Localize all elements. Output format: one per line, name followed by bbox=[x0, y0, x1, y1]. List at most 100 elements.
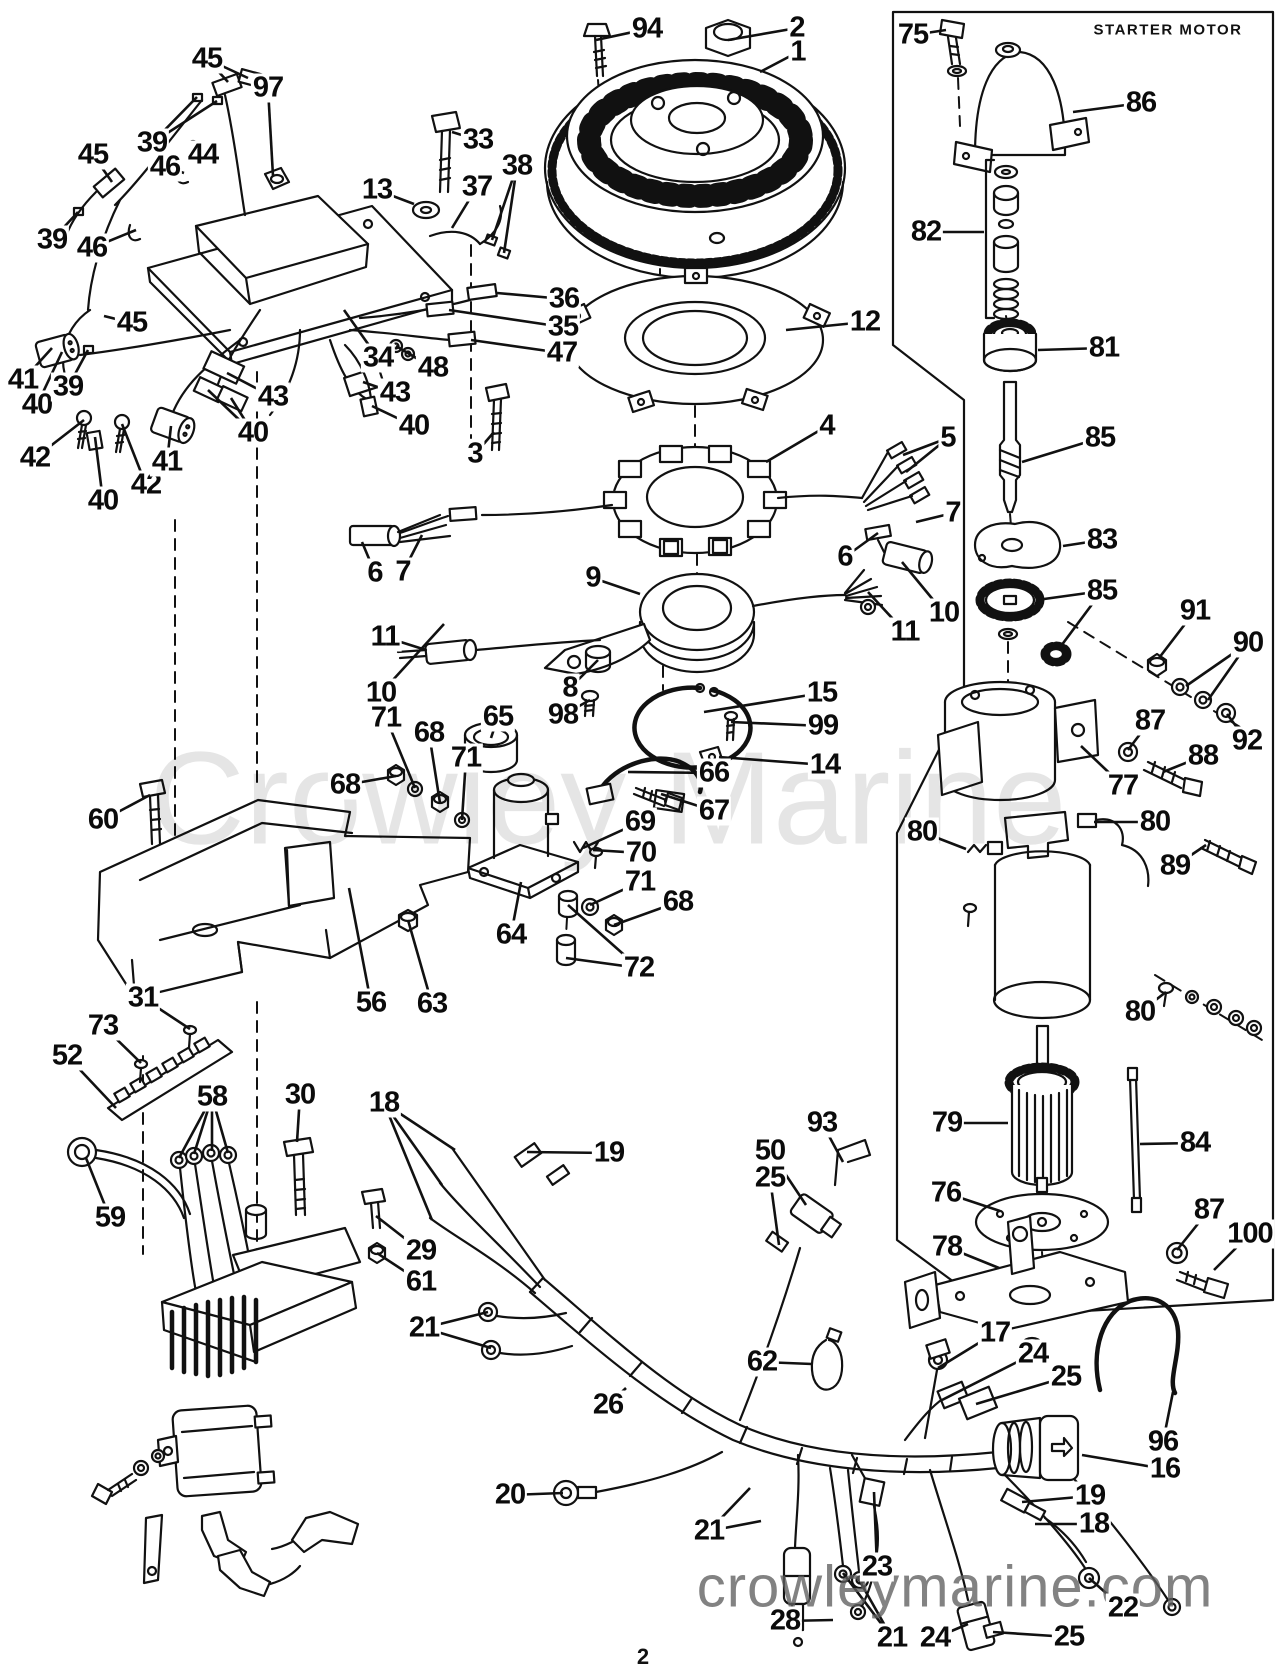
callout-21-89: 21 bbox=[874, 1621, 910, 1654]
callout-39-9: 39 bbox=[134, 126, 170, 159]
callout-18-96: 18 bbox=[1076, 1507, 1112, 1540]
callout-50-77: 50 bbox=[752, 1134, 788, 1167]
starter-stack-82 bbox=[984, 158, 1020, 321]
callout-85-101: 85 bbox=[1082, 421, 1118, 454]
callout-61-75: 61 bbox=[403, 1265, 439, 1298]
callout-29-74: 29 bbox=[403, 1234, 439, 1267]
starter-housing-77 bbox=[936, 680, 1100, 802]
callout-60-63: 60 bbox=[85, 803, 121, 836]
callout-69-52: 69 bbox=[622, 805, 658, 838]
stud-84 bbox=[1126, 1066, 1143, 1214]
connector-16 bbox=[991, 1414, 1080, 1482]
spacers-72 bbox=[555, 889, 579, 967]
callout-40-28: 40 bbox=[396, 409, 432, 442]
callout-99-48: 99 bbox=[805, 709, 841, 742]
callout-3-33: 3 bbox=[465, 437, 485, 470]
spark-plug-wires-left bbox=[34, 67, 386, 454]
callout-83-102: 83 bbox=[1084, 523, 1120, 556]
strap-27 bbox=[142, 1513, 164, 1585]
bolt-94 bbox=[582, 22, 612, 78]
callout-2-1: 2 bbox=[787, 11, 807, 44]
callout-1-2: 1 bbox=[788, 35, 808, 68]
callout-46-14: 46 bbox=[74, 231, 110, 264]
callout-6-37: 6 bbox=[835, 540, 855, 573]
callout-92-106: 92 bbox=[1229, 724, 1265, 757]
callout-40-20: 40 bbox=[85, 484, 121, 517]
callout-35-30: 35 bbox=[545, 310, 581, 343]
callout-39-18: 39 bbox=[50, 370, 86, 403]
callout-21-86: 21 bbox=[691, 1514, 727, 1547]
callout-43-27: 43 bbox=[377, 376, 413, 409]
callout-20-85: 20 bbox=[492, 1478, 528, 1511]
callout-96-93: 96 bbox=[1145, 1425, 1181, 1458]
callout-7-36: 7 bbox=[943, 496, 963, 529]
callout-44-10: 44 bbox=[185, 138, 221, 171]
callout-30-70: 30 bbox=[282, 1078, 318, 1111]
callout-90-105: 90 bbox=[1230, 626, 1266, 659]
boot-53 bbox=[216, 1548, 302, 1598]
callout-43-24: 43 bbox=[255, 380, 291, 413]
cable-tie-62 bbox=[810, 1327, 844, 1391]
starter-cap-86 bbox=[952, 41, 1091, 174]
callout-24-82: 24 bbox=[1015, 1337, 1051, 1370]
callout-45-15: 45 bbox=[114, 306, 150, 339]
callout-89-112: 89 bbox=[1157, 849, 1193, 882]
starter-motor-box-border bbox=[891, 10, 1275, 1318]
hardware-row-80-lower bbox=[1157, 981, 1263, 1037]
bolt-88 bbox=[1142, 760, 1204, 798]
callout-81-100: 81 bbox=[1086, 331, 1122, 364]
callout-34-25: 34 bbox=[360, 341, 396, 374]
callout-47-31: 47 bbox=[544, 336, 580, 369]
snap-ring-15 bbox=[632, 682, 753, 770]
callout-77-109: 77 bbox=[1105, 769, 1141, 802]
callout-17-81: 17 bbox=[977, 1316, 1013, 1349]
callout-82-99: 82 bbox=[908, 215, 944, 248]
callout-68-55: 68 bbox=[660, 885, 696, 918]
callout-33-3: 33 bbox=[460, 123, 496, 156]
callout-39-13: 39 bbox=[34, 223, 70, 256]
starter-gear-85 bbox=[975, 578, 1072, 667]
callout-46-11: 46 bbox=[147, 150, 183, 183]
callout-10-41: 10 bbox=[926, 596, 962, 629]
nut-washer-row-90-91-92 bbox=[1146, 652, 1237, 724]
callout-98-46: 98 bbox=[545, 698, 581, 731]
adapter-ring-12 bbox=[562, 266, 832, 414]
bolt-100 bbox=[1175, 1270, 1230, 1300]
clip-96 bbox=[1094, 1296, 1181, 1396]
callout-7-39: 7 bbox=[393, 555, 413, 588]
callout-79-114: 79 bbox=[929, 1106, 965, 1139]
callout-65-58: 65 bbox=[480, 700, 516, 733]
flywheel-nut bbox=[704, 18, 752, 58]
callout-86-98: 86 bbox=[1123, 86, 1159, 119]
callout-38-6: 38 bbox=[499, 149, 535, 182]
callout-72-57: 72 bbox=[621, 951, 657, 984]
flywheel bbox=[543, 58, 847, 280]
callout-37-5: 37 bbox=[459, 170, 495, 203]
callout-5-35: 5 bbox=[938, 421, 958, 454]
callout-11-42: 11 bbox=[888, 615, 922, 648]
callout-28-88: 28 bbox=[767, 1604, 803, 1637]
callout-24-90: 24 bbox=[917, 1621, 953, 1654]
terminal-strip-52 bbox=[106, 1024, 234, 1122]
callout-87-107: 87 bbox=[1132, 704, 1168, 737]
callout-93-79: 93 bbox=[804, 1106, 840, 1139]
callout-9-40: 9 bbox=[583, 561, 603, 594]
ignition-plate-34 bbox=[146, 194, 454, 366]
callout-42-19: 42 bbox=[17, 441, 53, 474]
callout-26-84: 26 bbox=[590, 1388, 626, 1421]
bolt-60 bbox=[138, 778, 167, 846]
callout-100-119: 100 bbox=[1225, 1217, 1275, 1250]
callout-80-113: 80 bbox=[1122, 995, 1158, 1028]
callout-23-87: 23 bbox=[859, 1550, 895, 1583]
callout-78-117: 78 bbox=[929, 1230, 965, 1263]
callout-25-78: 25 bbox=[752, 1161, 788, 1194]
callout-21-76: 21 bbox=[406, 1311, 442, 1344]
bracket-93 bbox=[833, 1138, 872, 1187]
connector-10-right bbox=[876, 538, 934, 575]
leads-58 bbox=[169, 1143, 254, 1294]
leads-11-right bbox=[843, 568, 884, 616]
callout-4-34: 4 bbox=[817, 409, 837, 442]
callout-66-50: 66 bbox=[696, 756, 732, 789]
callout-58-69: 58 bbox=[194, 1080, 230, 1113]
callout-62-80: 62 bbox=[744, 1345, 780, 1378]
